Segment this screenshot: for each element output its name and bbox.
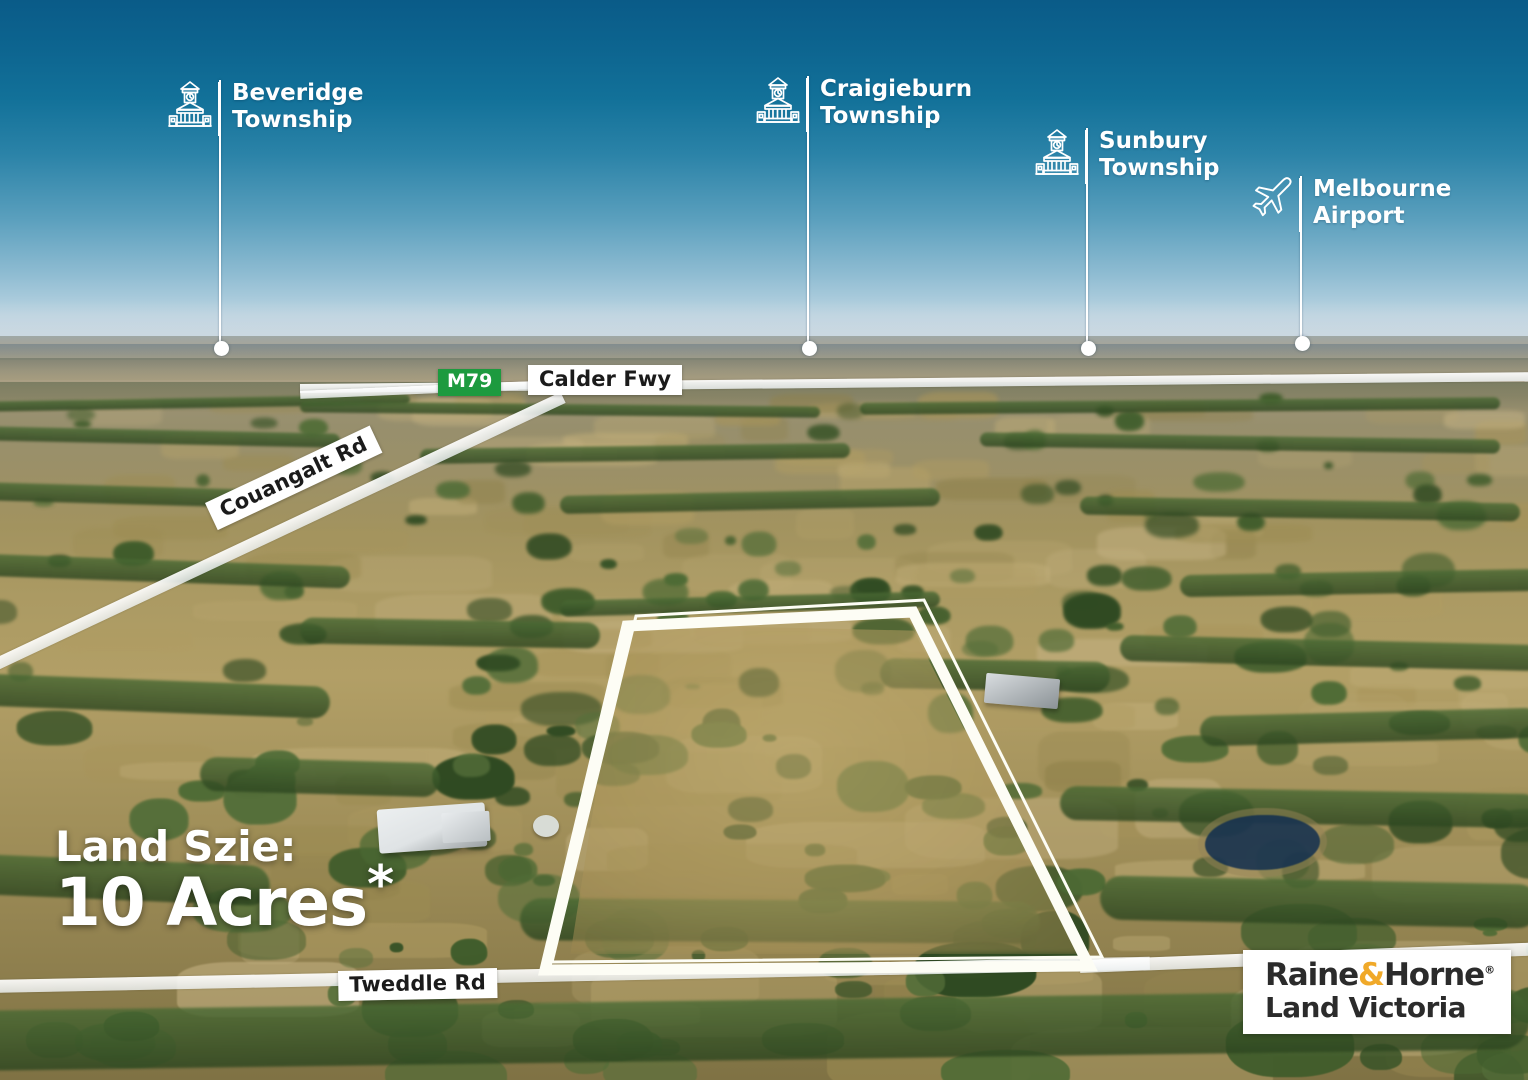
poi-label-line1: Beveridge	[232, 80, 364, 106]
poi-label-line2: Township	[1099, 155, 1220, 182]
poi-divider-rule	[1299, 178, 1301, 232]
logo-ampersand: &	[1358, 956, 1385, 993]
poi-leader-line	[807, 76, 809, 348]
highway-shield-m79: M79	[438, 369, 502, 396]
land-size-asterisk: *	[367, 855, 394, 915]
poi-location-dot	[801, 341, 817, 356]
land-size-number: 10 Acres	[55, 864, 368, 941]
poi-label-line2: Township	[820, 103, 941, 130]
sky-gradient	[0, 0, 1528, 352]
land-size-caption: Land Szie:	[55, 822, 297, 871]
poi-leader-line	[1086, 128, 1088, 348]
land-size-value: 10 Acres*	[55, 859, 394, 936]
poi-divider-rule	[806, 78, 808, 132]
road-label-tweddle-rd: Tweddle Rd	[338, 967, 498, 1002]
poi-label-line2: Airport	[1313, 203, 1405, 230]
town-hall-icon	[167, 80, 213, 132]
road-label-calder-fwy: Calder Fwy	[528, 365, 683, 396]
poi-label-line2: Township	[232, 107, 353, 134]
poi-label-line1: Craigieburn	[820, 76, 973, 102]
town-hall-icon	[1034, 128, 1080, 180]
poi-leader-line	[219, 80, 221, 348]
poi-label-line1: Sunbury	[1099, 128, 1208, 154]
airplane-icon	[1248, 176, 1294, 228]
poi-divider-rule	[218, 82, 220, 136]
poi-location-dot	[1294, 336, 1310, 351]
logo-brand-part2: Horne	[1383, 956, 1485, 993]
poi-divider-rule	[1085, 130, 1087, 184]
poi-location-dot	[1080, 341, 1096, 356]
land-size-callout: Land Szie: 10 Acres*	[55, 822, 394, 937]
logo-registered-mark: ®	[1484, 963, 1496, 977]
poi-location-dot	[213, 341, 229, 356]
logo-brand-part1: Raine	[1265, 956, 1359, 993]
poi-label-line1: Melbourne	[1313, 176, 1452, 202]
poi-leader-line	[1300, 176, 1302, 343]
logo-brand-name: Raine&Horne®	[1265, 956, 1497, 993]
logo-tagline: Land Victoria	[1265, 990, 1467, 1024]
town-hall-icon	[755, 76, 801, 128]
raine-and-horne-logo[interactable]: Raine&Horne® Land Victoria	[1243, 950, 1511, 1034]
